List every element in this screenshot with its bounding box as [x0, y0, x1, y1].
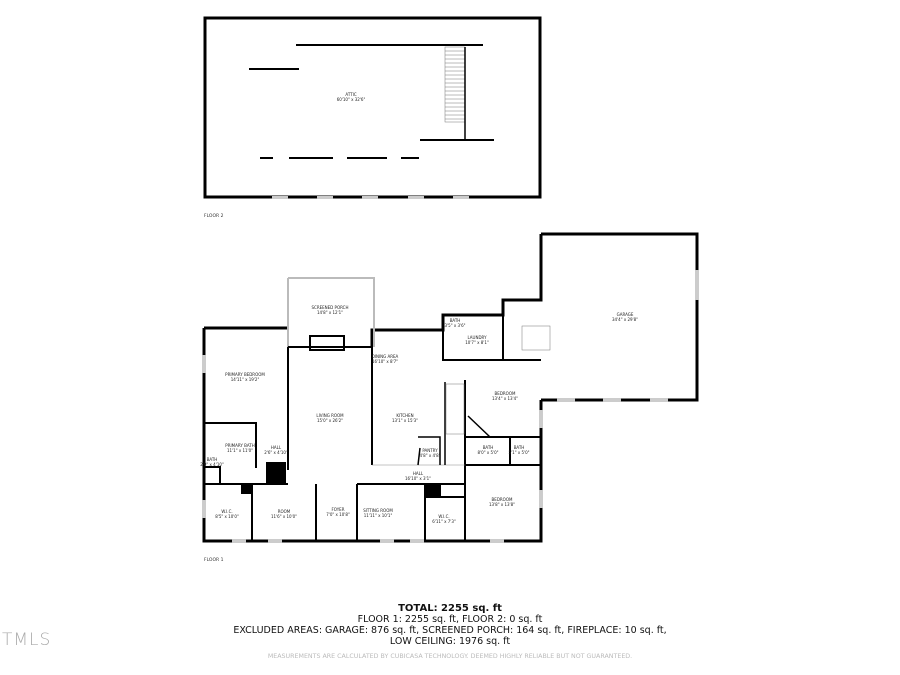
room-name: ROOM	[278, 509, 291, 514]
room-dims: 3'5" x 3'6"	[445, 323, 466, 328]
room-name: SITTING ROOM	[363, 508, 393, 513]
room-name: LIVING ROOM	[316, 413, 344, 418]
room-name: KITCHEN	[396, 413, 413, 418]
room-dims: 2'6" x 4'10"	[264, 450, 288, 455]
floor2-label: FLOOR 2	[204, 213, 224, 219]
room-dims: 5'1" x 5'0"	[509, 450, 530, 455]
room-dims: 2'9" x 4'10"	[200, 462, 224, 467]
room-name: BEDROOM	[492, 497, 513, 502]
total-area: TOTAL: 2255 sq. ft	[398, 603, 502, 614]
room-name: W.I.C.	[221, 509, 232, 514]
disclaimer: MEASUREMENTS ARE CALCULATED BY CUBICASA …	[267, 653, 633, 660]
room-dims: 14'11" x 19'2"	[231, 377, 260, 382]
low-ceiling-area: LOW CEILING: 1976 sq. ft	[389, 636, 511, 647]
room-dims: 4'8" x 4'8"	[420, 453, 441, 458]
room-dims: 34'4" x 29'8"	[612, 317, 638, 322]
room-dims: 8'0" x 5'0"	[478, 450, 499, 455]
room-name: PANTRY	[422, 448, 438, 453]
room-dims: 60'10" x 32'6"	[337, 97, 366, 102]
room-name: LAUNDRY	[467, 335, 487, 340]
room-dims: 7'0" x 10'8"	[326, 512, 350, 517]
room-name: BATH	[207, 457, 218, 462]
room-dims: 11'1" x 11'0"	[227, 448, 253, 453]
room-name: PRIMARY BATH	[225, 443, 254, 448]
room-dims: 16'10" x 8'7"	[372, 359, 398, 364]
floor1-plan	[202, 232, 699, 543]
room-dims: 8'5" x 10'0"	[215, 514, 239, 519]
room-name: HALL	[271, 445, 282, 450]
room-name: BATH	[514, 445, 525, 450]
floor1-label: FLOOR 1	[204, 557, 224, 563]
attic-stairs	[444, 46, 466, 123]
room-name: SCREENED PORCH	[312, 305, 349, 310]
room-name: HALL	[413, 471, 424, 476]
room-dims: 15'0" x 26'2"	[317, 418, 343, 423]
windows	[202, 270, 699, 543]
room-name: BATH	[450, 318, 461, 323]
excluded-areas: EXCLUDED AREAS: GARAGE: 876 sq. ft, SCRE…	[233, 625, 667, 636]
room-dims: 13'8" x 13'8"	[489, 502, 515, 507]
room-name: DINING AREA	[372, 354, 399, 359]
room-name: PRIMARY BEDROOM	[225, 372, 265, 377]
floor2-plan: ATTIC 60'10" x 32'6"	[203, 16, 542, 199]
room-dims: 16'10" x 3'1"	[405, 476, 431, 481]
room-dims: 11'6" x 10'0"	[271, 514, 297, 519]
area-summary: TOTAL: 2255 sq. ft FLOOR 1: 2255 sq. ft,…	[0, 603, 900, 647]
room-name: BEDROOM	[495, 391, 516, 396]
room-name: W.I.C.	[438, 514, 449, 519]
room-dims: 6'11" x 7'3"	[432, 519, 456, 524]
room-dims: 13'4" x 13'4"	[492, 396, 518, 401]
room-name: FOYER	[332, 507, 345, 512]
room-dims: 14'8" x 12'1"	[317, 310, 343, 315]
room-name: GARAGE	[617, 312, 634, 317]
mls-logo: TMLS	[2, 630, 52, 650]
room-name: ATTIC	[345, 92, 356, 97]
room-dims: 11'11" x 10'1"	[364, 513, 393, 518]
room-dims: 13'1" x 15'3"	[392, 418, 418, 423]
room-name: BATH	[483, 445, 494, 450]
room-dims: 10'7" x 8'1"	[465, 340, 489, 345]
floor-areas: FLOOR 1: 2255 sq. ft, FLOOR 2: 0 sq. ft	[357, 614, 543, 625]
